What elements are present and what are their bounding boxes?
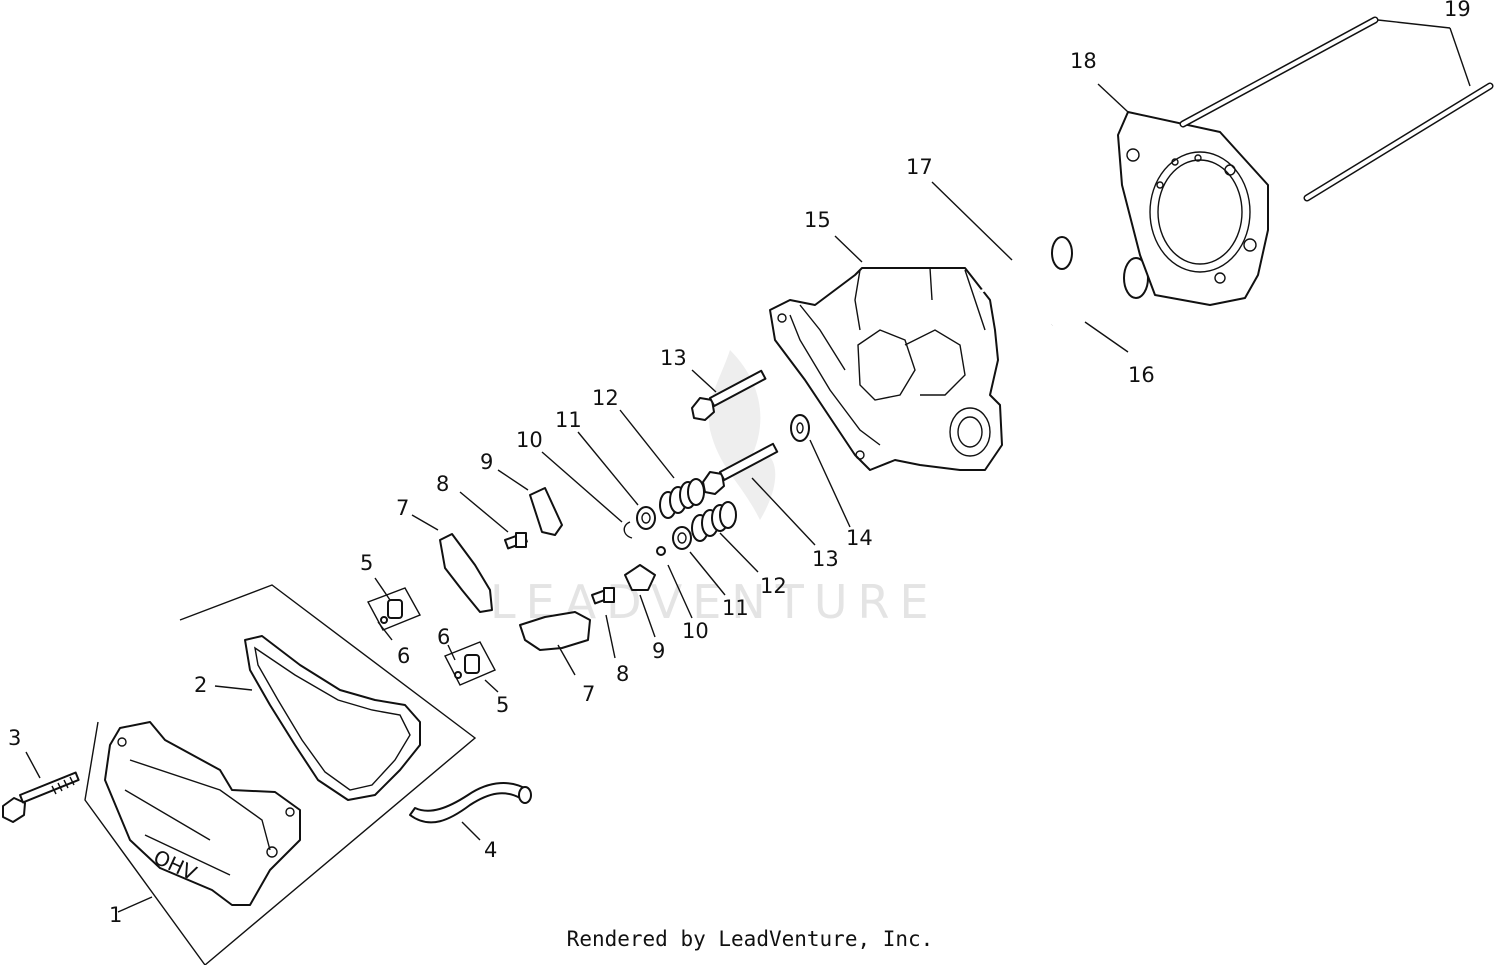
- callout-11b: 11: [722, 596, 749, 620]
- push-rod-upper: [1179, 16, 1379, 128]
- cover-gasket: [244, 635, 421, 801]
- callout-7a: 7: [396, 496, 409, 520]
- callout-5a: 5: [360, 551, 373, 575]
- valve-cover-group[interactable]: OHV: [84, 584, 477, 965]
- callout-9b: 9: [652, 639, 665, 663]
- callout-12a: 12: [592, 386, 619, 410]
- breather-hose: [409, 782, 532, 824]
- spring-retainer-lower: [672, 526, 692, 550]
- valve-keeper-lower: [656, 546, 666, 556]
- valve-keeper-upper: [623, 521, 633, 539]
- callout-1: 1: [109, 903, 122, 927]
- rocker-arm-upper: [439, 533, 493, 613]
- callout-14: 14: [846, 526, 873, 550]
- callout-11a: 11: [555, 408, 582, 432]
- washer: [790, 414, 810, 442]
- credit-line: Rendered by LeadVenture, Inc.: [566, 927, 934, 951]
- valve-spring-upper: [659, 478, 705, 519]
- callout-9a: 9: [480, 450, 493, 474]
- adjuster-box-upper: [367, 587, 421, 631]
- callout-6a: 6: [397, 644, 410, 668]
- callout-8b: 8: [616, 662, 629, 686]
- callout-10b: 10: [682, 619, 709, 643]
- pivot-stud-upper: [504, 532, 528, 550]
- callout-15: 15: [804, 208, 831, 232]
- spring-retainer-upper: [636, 506, 656, 530]
- callout-10a: 10: [516, 428, 543, 452]
- callout-4: 4: [484, 838, 497, 862]
- callout-13b: 13: [812, 547, 839, 571]
- pivot-stud-lower: [591, 587, 615, 605]
- callout-19: 19: [1444, 0, 1471, 21]
- head-bolt-lower: [702, 442, 779, 495]
- valve-cover: [104, 721, 301, 906]
- callout-13a: 13: [660, 346, 687, 370]
- callout-2: 2: [194, 673, 207, 697]
- callout-12b: 12: [760, 574, 787, 598]
- callout-8a: 8: [436, 472, 449, 496]
- callout-7b: 7: [582, 682, 595, 706]
- callout-3: 3: [8, 726, 21, 750]
- valve-spring-lower: [691, 501, 737, 542]
- valve-exhaust: [979, 236, 1073, 294]
- adjuster-box-lower: [444, 641, 496, 686]
- callout-17: 17: [906, 155, 933, 179]
- callout-5b: 5: [496, 693, 509, 717]
- push-rod-lower: [1303, 82, 1494, 202]
- cover-bolt: [2, 771, 80, 823]
- leader-lines: [25, 19, 1471, 913]
- head-gasket: [1117, 111, 1269, 306]
- callout-16: 16: [1128, 363, 1155, 387]
- pushrod-guide-upper: [529, 487, 563, 536]
- callouts: 1 2 3 4 5 5 6 6 7 7 8 8 9 9 10 10 11 11 …: [8, 0, 1471, 927]
- head-bolt-upper: [691, 369, 767, 421]
- rocker-arm-lower: [519, 611, 591, 651]
- callout-18: 18: [1070, 49, 1097, 73]
- pushrod-guide-lower: [624, 564, 656, 591]
- cylinder-head: [769, 267, 1003, 471]
- valve-intake: [1051, 257, 1149, 327]
- callout-6b: 6: [437, 625, 450, 649]
